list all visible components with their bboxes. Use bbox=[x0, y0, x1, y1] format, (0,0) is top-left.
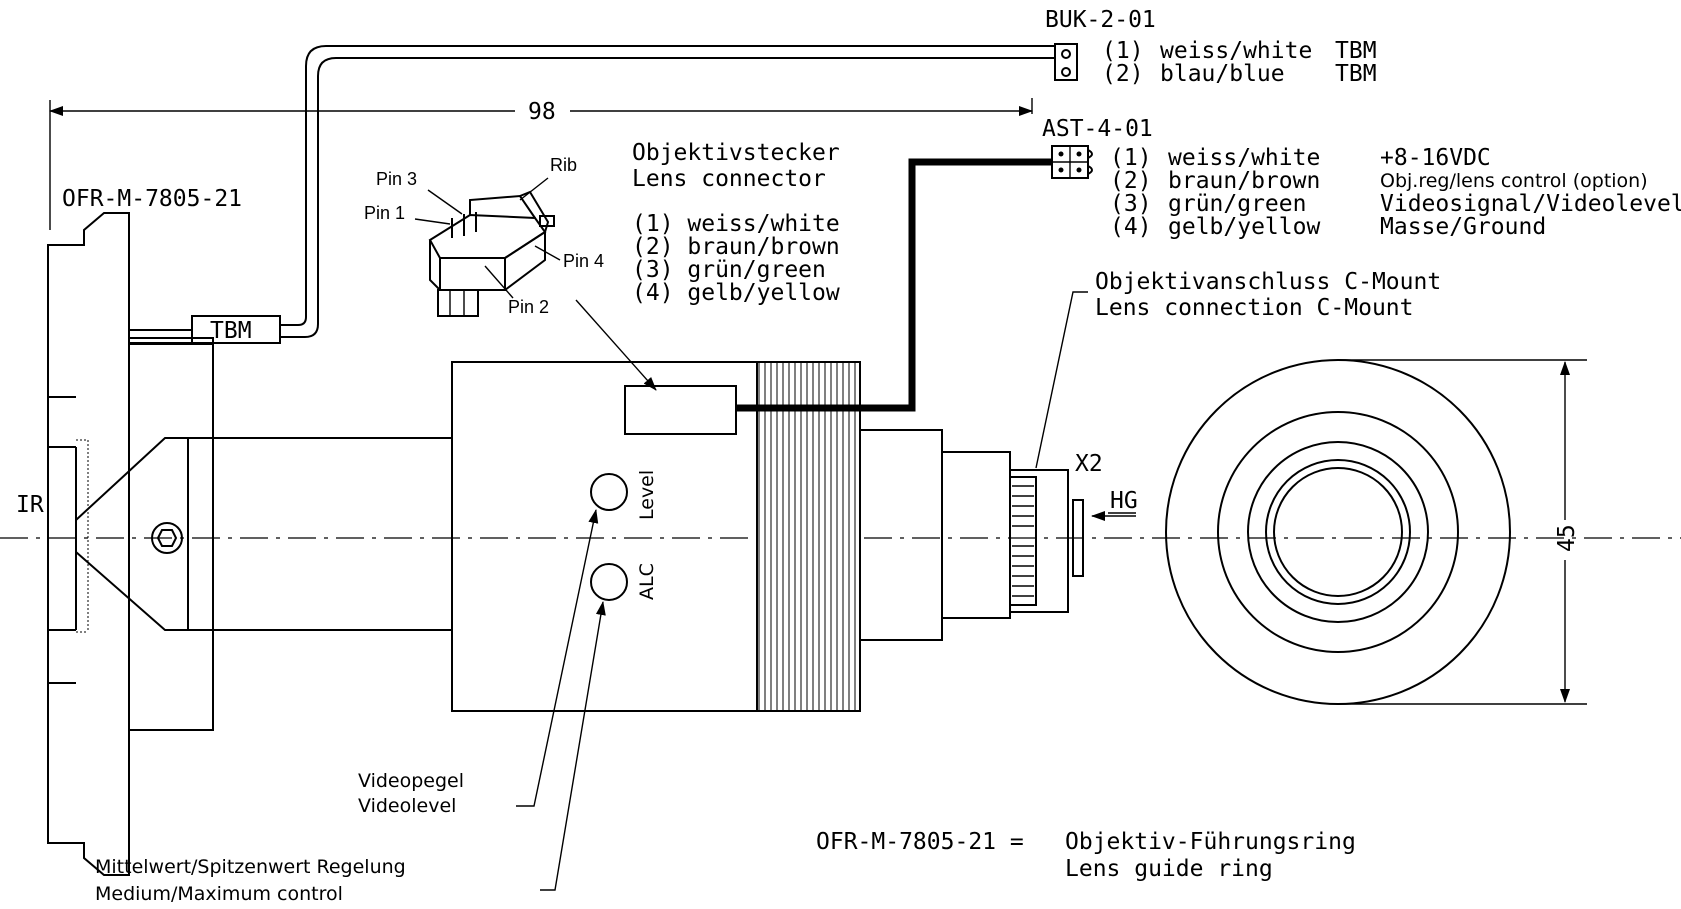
svg-text:TBM: TBM bbox=[1335, 61, 1377, 87]
svg-text:(1): (1) bbox=[1102, 38, 1144, 64]
connector-plug-sketch bbox=[428, 190, 555, 317]
svg-text:(4) gelb/yellow: (4) gelb/yellow bbox=[632, 280, 840, 306]
lens-connector-pin-list: (1) weiss/white (2) braun/brown (3) grün… bbox=[632, 211, 840, 306]
control-label-de: Mittelwert/Spitzenwert Regelung bbox=[95, 856, 406, 878]
svg-text:(2) braun/brown: (2) braun/brown bbox=[632, 234, 840, 260]
svg-text:(4): (4) bbox=[1110, 214, 1152, 240]
svg-text:gelb/yellow: gelb/yellow bbox=[1168, 214, 1320, 240]
svg-text:weiss/white: weiss/white bbox=[1168, 145, 1320, 171]
videolevel-leader bbox=[516, 509, 599, 807]
videopegel-label-en: Videolevel bbox=[358, 795, 456, 817]
pin4-label: Pin 4 bbox=[563, 251, 604, 271]
legend-en: Lens guide ring bbox=[1065, 856, 1273, 882]
svg-text:(1) weiss/white: (1) weiss/white bbox=[632, 211, 840, 237]
c-mount-label-en: Lens connection C-Mount bbox=[1095, 295, 1414, 321]
svg-text:(2): (2) bbox=[1110, 168, 1152, 194]
lens-cone bbox=[75, 437, 453, 631]
ir-label: IR bbox=[16, 492, 44, 518]
x2-label: X2 bbox=[1075, 451, 1103, 477]
svg-text:Obj.reg/lens control (option): Obj.reg/lens control (option) bbox=[1380, 170, 1648, 192]
c-mount-thread bbox=[1009, 476, 1037, 606]
svg-text:+8-16VDC: +8-16VDC bbox=[1380, 145, 1491, 171]
filter-glass bbox=[1072, 499, 1084, 577]
focus-ring bbox=[756, 361, 861, 712]
svg-text:(1): (1) bbox=[1110, 145, 1152, 171]
lens-body bbox=[451, 361, 758, 712]
level-potentiometer bbox=[590, 473, 628, 511]
svg-text:Videosignal/Videolevel: Videosignal/Videolevel bbox=[1380, 191, 1681, 217]
tbm-cable bbox=[280, 57, 1055, 338]
svg-text:(3) grün/green: (3) grün/green bbox=[632, 257, 826, 283]
lens-connector-box bbox=[624, 385, 737, 435]
svg-text:(2): (2) bbox=[1102, 61, 1144, 87]
part-number-label: OFR-M-7805-21 bbox=[62, 186, 242, 212]
svg-text:grün/green: grün/green bbox=[1168, 191, 1306, 217]
lens-connector-title-en: Lens connector bbox=[632, 166, 826, 192]
front-view bbox=[1165, 359, 1511, 705]
svg-text:braun/brown: braun/brown bbox=[1168, 168, 1320, 194]
guide-ring bbox=[47, 212, 130, 876]
svg-text:(3): (3) bbox=[1110, 191, 1152, 217]
svg-text:weiss/white: weiss/white bbox=[1160, 38, 1312, 64]
pin2-label: Pin 2 bbox=[508, 297, 549, 317]
dimension-length: 98 bbox=[528, 99, 556, 125]
control-leader bbox=[540, 601, 606, 891]
svg-text:blau/blue: blau/blue bbox=[1160, 61, 1285, 87]
connector-pointer bbox=[575, 299, 657, 391]
buk-pin-list: (1) weiss/white TBM (2) blau/blue TBM bbox=[1102, 38, 1377, 87]
alc-potentiometer bbox=[590, 563, 628, 601]
housing-body bbox=[128, 342, 214, 731]
c-mount-leader bbox=[1035, 291, 1088, 469]
buk-connector bbox=[1054, 43, 1078, 81]
hg-label: HG bbox=[1110, 488, 1138, 514]
videopegel-label-de: Videopegel bbox=[358, 770, 464, 792]
dimension-diameter: 45 bbox=[1554, 524, 1580, 552]
thread-lines bbox=[1012, 485, 1034, 597]
lens-connector-title-de: Objektivstecker bbox=[632, 140, 840, 166]
control-label-en: Medium/Maximum control bbox=[95, 883, 343, 905]
tbm-label: TBM bbox=[210, 318, 252, 344]
ast-cable bbox=[736, 158, 1052, 412]
legend-key: OFR-M-7805-21 = bbox=[816, 829, 1024, 855]
hex-screw bbox=[151, 522, 183, 554]
pin3-label: Pin 3 bbox=[376, 169, 417, 189]
c-mount-label-de: Objektivanschluss C-Mount bbox=[1095, 269, 1441, 295]
level-label: Level bbox=[636, 470, 658, 520]
svg-text:Masse/Ground: Masse/Ground bbox=[1380, 214, 1546, 240]
svg-text:TBM: TBM bbox=[1335, 38, 1377, 64]
ast-pin-list: (1) weiss/white +8-16VDC (2) braun/brown… bbox=[1110, 145, 1681, 240]
alc-label: ALC bbox=[636, 563, 658, 600]
buk-name: BUK-2-01 bbox=[1045, 7, 1156, 33]
tbm-block bbox=[191, 315, 281, 344]
legend-de: Objektiv-Führungsring bbox=[1065, 829, 1356, 855]
rib-label: Rib bbox=[550, 155, 577, 175]
pin1-label: Pin 1 bbox=[364, 203, 405, 223]
ast-name: AST-4-01 bbox=[1042, 116, 1153, 142]
